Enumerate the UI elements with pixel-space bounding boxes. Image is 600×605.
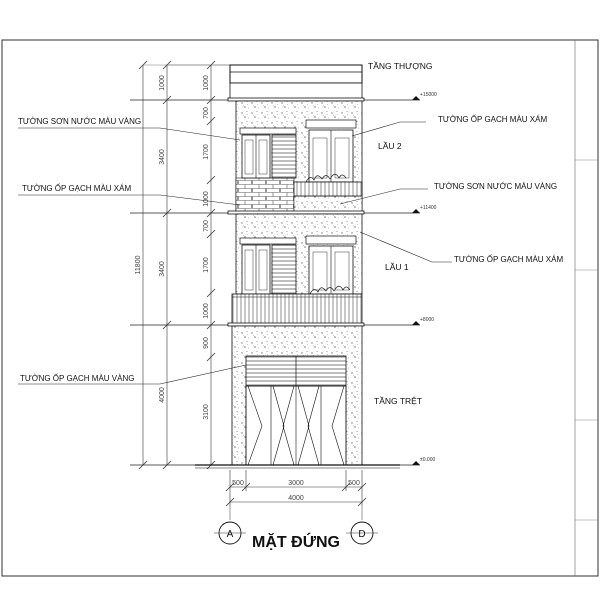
- elevation-floor2: +11400: [420, 205, 437, 211]
- level-label-floor1: LẦU 1: [385, 262, 409, 272]
- dim-inner-2: 1700: [203, 144, 210, 160]
- drawing-title: MẶT ĐỨNG: [252, 532, 340, 551]
- dim-total-height: 11800: [135, 255, 142, 274]
- elevation-markers: +15000 +11400 +8000 ±0.000: [412, 92, 437, 465]
- elevation-roof: +15000: [420, 92, 437, 98]
- callout-left-1: TƯỜNG SƠN NƯỚC MÀU VÀNG: [18, 117, 141, 126]
- sheet-border: [1, 39, 599, 577]
- level-label-roof: TẦNG THƯỢNG: [368, 61, 432, 71]
- level-label-floor2: LẦU 2: [378, 141, 402, 151]
- callout-right-3: TƯỜNG ỐP GẠCH MÀU XÁM: [454, 254, 563, 264]
- callout-leaders: [18, 121, 452, 385]
- horizontal-dimension-lines: [225, 470, 367, 507]
- dim-bottom-mid: 3000: [288, 480, 304, 487]
- callout-left-2: TƯỜNG ỐP GẠCH MÀU XÁM: [22, 183, 131, 193]
- dim-inner-8: 3100: [203, 404, 210, 420]
- floor2-planter: [305, 173, 347, 183]
- dim-mid-2: 3400: [159, 261, 166, 277]
- dim-bottom-left: 500: [232, 480, 244, 487]
- dim-inner-4: 700: [203, 220, 210, 232]
- vertical-dimension-lines: [142, 65, 212, 465]
- axis-bubble-left-label: A: [227, 529, 234, 540]
- floor2-brick-cladding: [235, 177, 295, 214]
- dim-inner-5: 1700: [203, 257, 210, 273]
- elevation-ground: ±0.000: [420, 457, 435, 463]
- floor1-shutter: [271, 244, 297, 295]
- dim-bottom-total: 4000: [288, 495, 304, 502]
- dim-inner-0: 1000: [203, 75, 210, 91]
- floor2-shutter: [271, 134, 297, 179]
- dim-inner-6: 1000: [203, 303, 210, 319]
- dim-mid-0: 1000: [159, 75, 166, 91]
- axis-bubble-right-label: D: [358, 529, 365, 540]
- callout-right-1: TƯỜNG ỐP GẠCH MÀU XÁM: [438, 114, 547, 124]
- axis-bubble-right: D: [346, 506, 378, 545]
- axis-bubble-left: A: [214, 506, 246, 545]
- elevation-floor1: +8000: [420, 317, 434, 323]
- floor1-balcony-railing: [231, 293, 363, 326]
- dim-mid-3: 4000: [159, 387, 166, 403]
- dim-mid-1: 3400: [159, 149, 166, 165]
- level-label-ground: TẦNG TRỆT: [374, 396, 422, 406]
- floor1-planter: [309, 285, 351, 295]
- floor2-balcony-railing: [293, 181, 363, 197]
- dim-bottom-right: 500: [348, 480, 360, 487]
- dim-inner-3: 1000: [203, 191, 210, 207]
- callout-right-2: TƯỜNG SƠN NƯỚC MÀU VÀNG: [434, 182, 557, 191]
- dim-inner-1: 700: [203, 107, 210, 119]
- callout-left-3: TƯỜNG ỐP GẠCH MÀU VÀNG: [20, 373, 134, 383]
- dim-inner-7: 900: [203, 337, 210, 349]
- roof-parapet: [229, 64, 363, 84]
